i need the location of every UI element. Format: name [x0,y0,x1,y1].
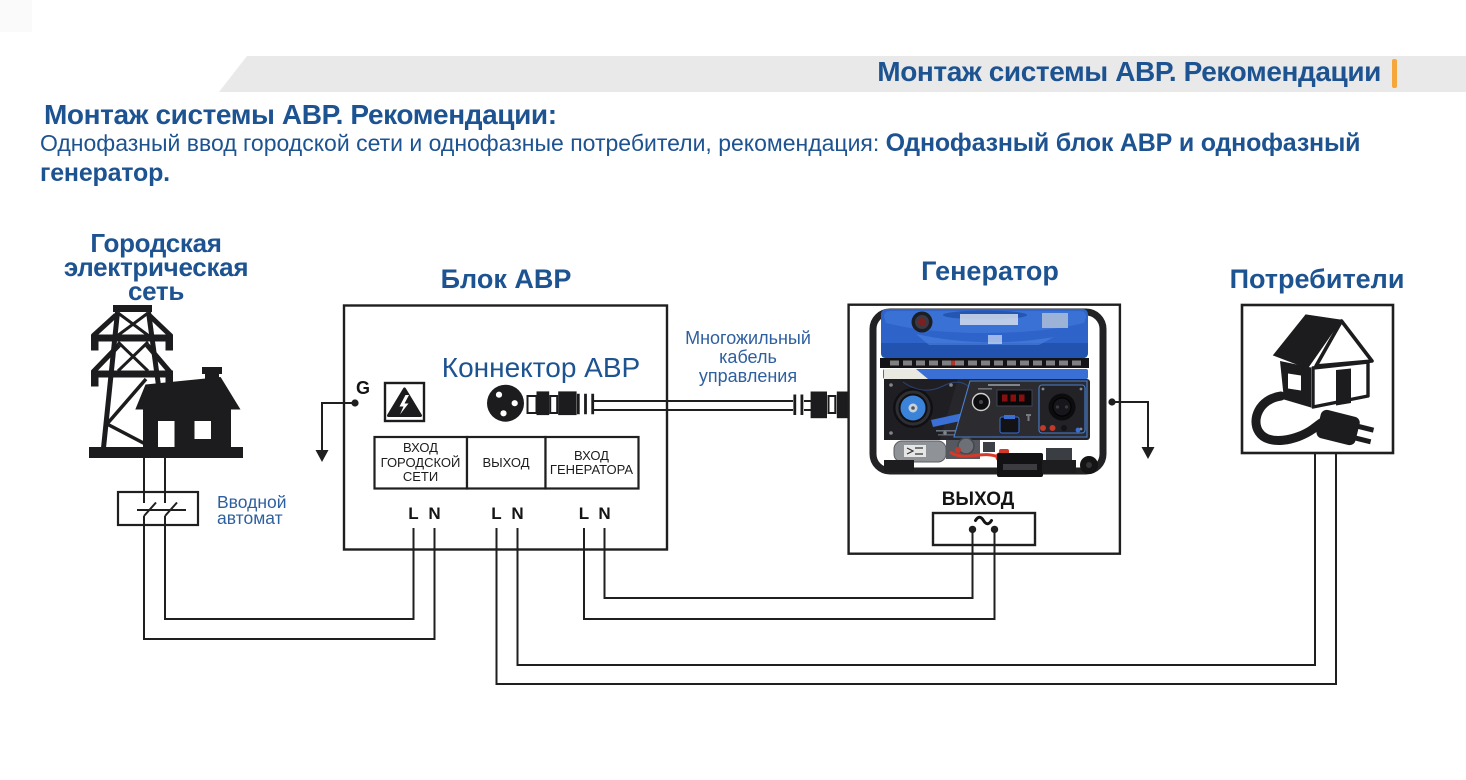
plug-icon [1316,409,1375,446]
breaker-label: Вводной автомат [217,492,287,528]
terminal-label-out-l: L [491,504,502,523]
ats-port-output: ВЫХОД [482,454,530,470]
ats-port-city-input: ВХОД ГОРОДСКОЙ СЕТИ [380,440,461,485]
generator-title: Генератор [921,256,1059,286]
consumers-title: Потребители [1229,264,1405,294]
banner-title: Монтаж системы АВР. Рекомендации [877,56,1381,87]
breaker-symbol [116,490,200,527]
ats-connector-label: Коннектор АВР [441,352,641,383]
terminal-label-city-l: L [408,504,419,523]
wires [143,453,1337,685]
city-grid-icon [89,305,243,458]
city-grid-label: Городская электрическая сеть [63,228,249,306]
consumers-icon [1251,314,1375,446]
intro-paragraph: Однофазный ввод городской сети и однофаз… [40,128,1370,188]
intro-text: Однофазный ввод городской сети и однофаз… [40,130,886,156]
ats-ports [373,435,640,490]
ats-ground-label: G [356,378,371,398]
terminal-label-gen-l: L [578,504,590,523]
page-title: Монтаж системы АВР. Рекомендации: [44,99,557,130]
ac-wave-icon [974,515,993,526]
terminal-label-city-n: N [428,504,441,523]
terminal-label-out-n: N [511,504,524,523]
generator-image [869,308,1107,477]
corner-decoration [0,0,32,32]
consumers-box [1240,303,1395,455]
ats-title: Блок АВР [440,264,572,294]
control-cable-label: Многожильный кабель управления [685,328,811,386]
ats-connector-icon [487,384,595,422]
ats-box [315,304,669,551]
ats-ground [315,399,359,462]
generator-box [847,303,1155,555]
header-banner [219,56,1466,92]
ats-port-generator-input: ВХОД ГЕНЕРАТОРА [549,447,634,477]
generator-output-box [931,511,1037,547]
generator-ground [1108,398,1155,459]
warning-icon [383,381,426,423]
banner-accent-bar [1392,59,1397,88]
cable-generator-plug [793,391,849,419]
control-cable [594,391,849,419]
terminal-label-gen-n: N [598,504,611,523]
intro-highlight: Однофазный блок АВР и однофазный генерат… [40,129,1361,187]
generator-output-label: ВЫХОД [941,489,1015,510]
